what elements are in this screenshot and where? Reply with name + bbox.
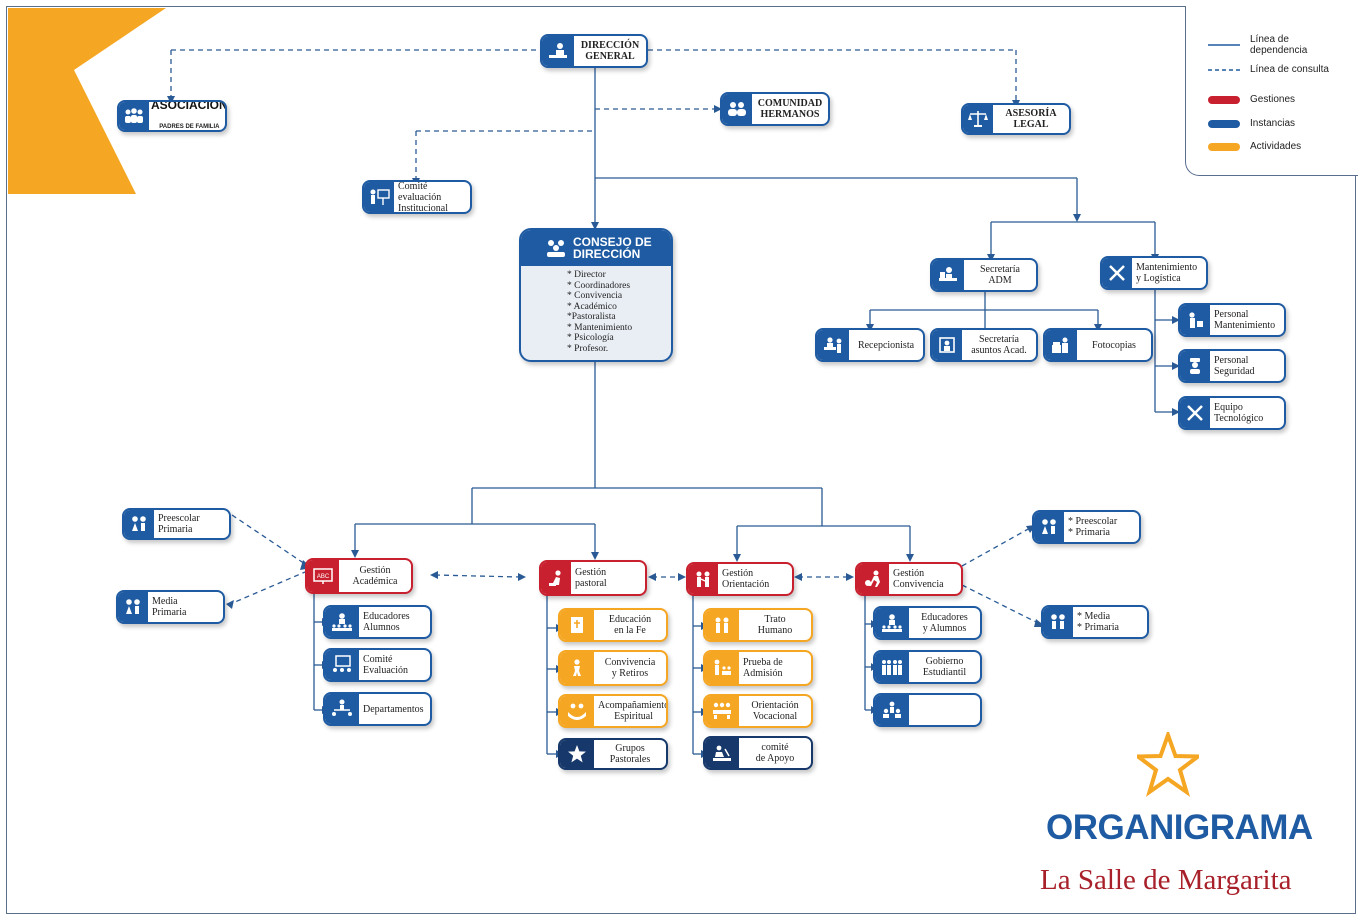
node-acompanamiento-espiritual: Acompañamiento Espiritual	[558, 694, 668, 728]
hands-support-icon	[560, 696, 594, 726]
abc-board-icon: ABC	[307, 560, 339, 592]
legend: Línea de dependencia Línea de consulta G…	[1185, 6, 1358, 176]
consejo-member: * Psicología	[567, 333, 614, 343]
people-group-icon	[875, 695, 909, 725]
node-preescolar-primaria: Preescolar Primaria	[122, 508, 231, 540]
node-direccion-general: DIRECCIÓN GENERAL	[540, 34, 648, 68]
secretary-desk-icon	[932, 260, 964, 290]
children-icon	[1034, 512, 1064, 542]
node-comite-evaluacion-institucional: Comité evaluación Institucional	[362, 180, 472, 214]
node-recepcionista: Recepcionista	[815, 328, 925, 362]
consejo-member: * Mantenimiento	[567, 322, 633, 333]
group-meeting-icon	[547, 240, 565, 257]
node-grupos-pastorales: Grupos Pastorales	[558, 738, 668, 770]
node-gestion-orientacion: Gestión Orientación	[686, 562, 794, 596]
family-icon	[119, 102, 149, 130]
hierarchy-icon	[325, 694, 359, 724]
node-secretaria-academica: Secretaría asuntos Acad.	[930, 328, 1038, 362]
students-group-icon	[875, 652, 909, 682]
copier-icon	[1045, 330, 1077, 360]
praying-person-icon	[541, 562, 571, 594]
node-gobierno-estudiantil: Gobierno Estudiantil	[873, 650, 982, 684]
consejo-members-list: * Director * Coordinadores * Convivencia…	[567, 270, 671, 354]
node-asesoria-legal: ASESORÍA LEGAL	[961, 103, 1071, 135]
node-mantenimiento-logistica: Mantenimiento y Logística	[1100, 256, 1208, 290]
node-personal-mantenimiento: Personal Mantenimiento	[1178, 303, 1286, 337]
node-prueba-admision: Prueba de Admisión	[703, 650, 813, 686]
class-icon	[875, 608, 909, 638]
node-comite-apoyo: comité de Apoyo	[703, 736, 813, 770]
legend-gestiones: Gestiones	[1208, 94, 1295, 105]
node-gestion-academica: ABC Gestión Académica	[305, 558, 413, 594]
children-icon	[124, 510, 154, 538]
node-personal-seguridad: Personal Seguridad	[1178, 349, 1286, 383]
node-gestion-convivencia: Gestión Convivencia	[855, 562, 963, 596]
scales-icon	[963, 105, 993, 133]
consejo-member: *Pastoralista	[567, 312, 616, 322]
star-icon	[560, 740, 594, 768]
instancias-swatch	[1208, 119, 1240, 128]
node-equipo-tecnologico: Equipo Tecnológico	[1178, 396, 1286, 430]
children-icon	[1043, 607, 1073, 637]
legend-solid-line: Línea de dependencia	[1208, 34, 1308, 56]
legend-actividades: Actividades	[1208, 141, 1301, 152]
maintenance-worker-icon	[1180, 305, 1210, 335]
node-comite-evaluacion: Comité Evaluación	[323, 648, 432, 682]
person-standing-icon	[560, 652, 594, 684]
group-icon	[722, 94, 752, 124]
security-guard-icon	[1180, 351, 1210, 381]
consejo-member: * Académico	[567, 301, 617, 312]
page-subtitle: La Salle de Margarita	[1040, 864, 1292, 896]
node-consejo-direccion: CONSEJO DE DIRECCIÓN * Director * Coordi…	[519, 228, 673, 362]
two-persons-icon	[705, 610, 739, 640]
node-trato-humano: Trato Humano	[703, 608, 813, 642]
node-comunidad-hermanos: COMUNIDAD HERMANOS	[720, 92, 830, 126]
legend-instancias: Instancias	[1208, 118, 1295, 129]
node-conv-educadores-alumnos: Educadores y Alumnos	[873, 606, 982, 640]
class-icon	[325, 607, 359, 637]
evaluation-board-icon	[325, 650, 359, 680]
gestiones-swatch	[1208, 95, 1240, 104]
node-educadores-alumnos: Educadores Alumnos	[323, 605, 432, 639]
consejo-member: * Director	[567, 270, 606, 280]
node-conv-preescolar-primaria: * Preescolar * Primaria	[1032, 510, 1141, 544]
node-conv-media-primaria: * Media * Primaria	[1041, 605, 1149, 639]
svg-text:ABC: ABC	[317, 574, 330, 580]
desk-person-icon	[542, 36, 574, 66]
two-persons-icon	[688, 564, 718, 594]
teacher-class-icon	[705, 652, 739, 684]
writing-desk-icon	[705, 738, 739, 768]
tools-icon	[1180, 398, 1210, 428]
node-gestion-pastoral: Gestión pastoral	[539, 560, 647, 596]
presenter-board-icon	[364, 182, 394, 212]
walking-person-icon	[857, 564, 889, 594]
actividades-swatch	[1208, 142, 1240, 151]
node-educacion-fe: Educación en la Fe	[558, 608, 668, 642]
star-logo-icon	[1137, 732, 1199, 797]
node-orientacion-vocacional: Orientación Vocacional	[703, 694, 813, 728]
node-secretaria-adm: Secretaría ADM	[930, 258, 1038, 292]
node-asociacion-padres: ASOCIACIÓN PADRES DE FAMILIA	[117, 100, 227, 132]
consejo-member: * Profesor.	[567, 343, 609, 354]
node-media-primaria: Media Primaria	[116, 590, 225, 624]
consejo-member: * Convivencia	[567, 291, 623, 301]
children-icon	[118, 592, 148, 622]
orange-corner-decoration	[8, 8, 166, 194]
tools-icon	[1102, 258, 1132, 288]
node-convivencia-retiros: Convivencia y Retiros	[558, 650, 668, 686]
legend-dashed-line: Línea de consulta	[1208, 64, 1329, 75]
node-departamentos: Departamentos	[323, 692, 432, 726]
office-worker-icon	[932, 330, 962, 360]
node-conv-group	[873, 693, 982, 727]
consejo-member: * Coordinadores	[567, 280, 631, 291]
node-fotocopias: Fotocopias	[1043, 328, 1153, 362]
page-frame	[6, 6, 1356, 914]
counseling-icon	[705, 696, 739, 726]
page-title: ORGANIGRAMA	[1046, 808, 1313, 847]
bible-icon	[560, 610, 594, 640]
reception-desk-icon	[817, 330, 849, 360]
